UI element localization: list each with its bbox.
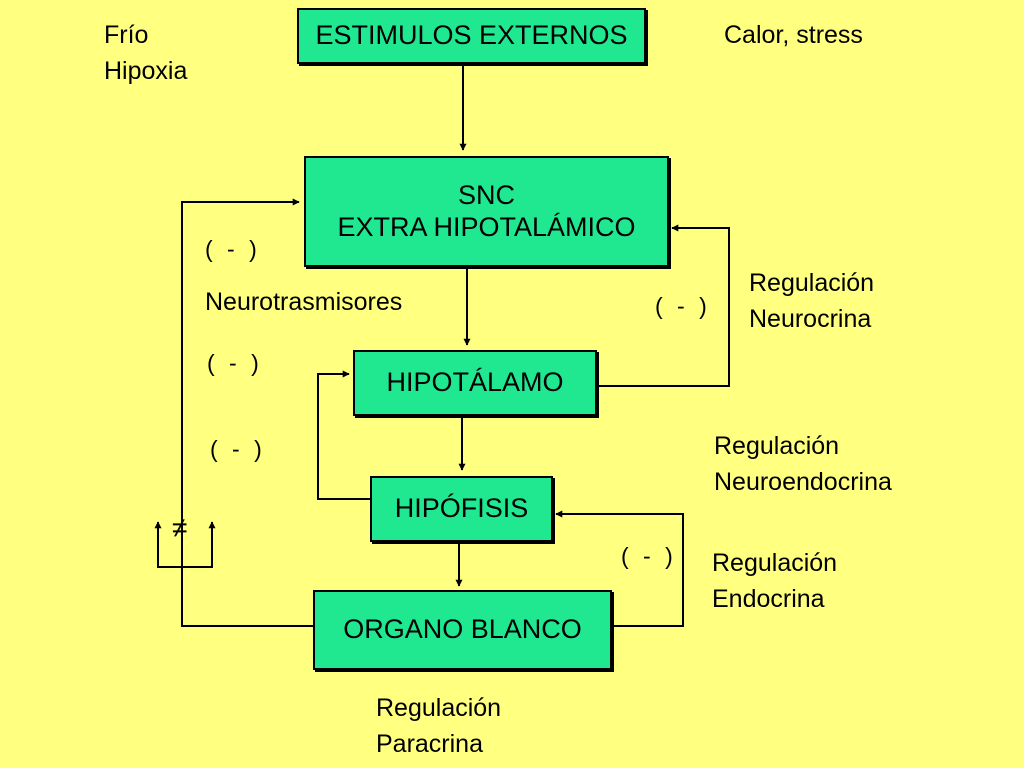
negative-left-2: ( - ) — [207, 350, 263, 376]
feedback-organo-to-hipofisis — [555, 510, 684, 627]
feedback-hipotalamo-to-snc — [597, 224, 730, 387]
feedback-organo-to-snc — [181, 198, 313, 627]
paracrine-bracket — [157, 540, 213, 568]
label-hipoxia: Hipoxia — [104, 56, 188, 85]
box-hipotalamo-label: HIPOTÁLAMO — [386, 367, 564, 398]
box-organo-blanco: ORGANO BLANCO — [313, 590, 612, 670]
negative-left-1: ( - ) — [205, 236, 261, 262]
box-snc: SNC EXTRA HIPOTALÁMICO — [304, 156, 669, 267]
negative-right-hipofisis: ( - ) — [621, 543, 677, 569]
label-frio: Frío — [104, 21, 149, 49]
negative-left-3: ( - ) — [210, 436, 266, 462]
label-regulacion-neurocrina: Regulación Neurocrina — [749, 269, 875, 333]
box-organo-label: ORGANO BLANCO — [343, 614, 582, 645]
box-hipofisis: HIPÓFISIS — [370, 476, 553, 542]
box-snc-line2: EXTRA HIPOTALÁMICO — [337, 211, 636, 242]
box-estimulos-externos: ESTIMULOS EXTERNOS — [297, 8, 646, 64]
negative-right-snc: ( - ) — [655, 293, 711, 319]
label-calor-stress: Calor, stress — [724, 18, 863, 54]
feedback-hipofisis-to-hipotalamo — [317, 370, 370, 500]
label-regulacion-endocrina: Regulación Endocrina — [712, 549, 838, 613]
label-calor: Calor, stress — [724, 21, 863, 49]
box-hipotalamo: HIPOTÁLAMO — [353, 350, 597, 416]
box-hipofisis-label: HIPÓFISIS — [394, 493, 529, 524]
label-neurotrasmisores: Neurotrasmisores — [205, 288, 403, 316]
box-snc-line1: SNC — [457, 179, 515, 210]
not-equal-symbol: ≠ — [172, 512, 188, 543]
label-regulacion-neuroendocrina: Regulación Neuroendocrina — [714, 432, 892, 496]
label-frio-hipoxia: Frío Hipoxia — [104, 18, 187, 89]
box-estimulos-label: ESTIMULOS EXTERNOS — [315, 20, 628, 51]
label-regulacion-paracrina: Regulación Paracrina — [376, 694, 502, 758]
